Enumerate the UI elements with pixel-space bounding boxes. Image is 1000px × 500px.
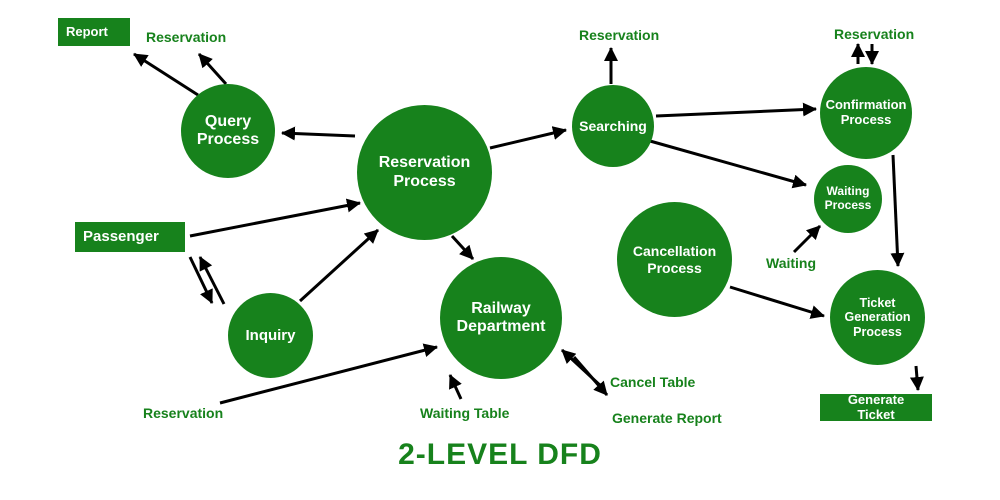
flow-label-cancel-table: Cancel Table: [610, 374, 696, 390]
arrow-reservation-to-searching: [489, 126, 567, 150]
arrow-query-to-reservation-label: [197, 52, 228, 86]
process-waiting-label: Waiting Process: [824, 184, 872, 212]
flow-label-reservation-top-left: Reservation: [146, 29, 227, 45]
arrow-passenger-to-reservation: [189, 198, 361, 238]
flow-label-waiting-table: Waiting Table: [420, 405, 510, 421]
arrow-passenger-to-inquiry: [188, 256, 214, 304]
arrow-waiting-label-to-waiting-process: [792, 224, 822, 254]
arrow-ticket-generation-to-generate-ticket: [909, 365, 924, 391]
process-reservation: Reservation Process: [357, 105, 492, 240]
process-inquiry-label: Inquiry: [245, 326, 296, 344]
process-confirmation-label: Confirmation Process: [825, 97, 907, 127]
process-ticket-generation-label: Ticket Generation Process: [844, 295, 911, 339]
arrow-searching-to-confirmation: [655, 102, 817, 118]
process-confirmation: Confirmation Process: [820, 67, 912, 159]
entity-passenger: Passenger: [75, 222, 185, 252]
process-reservation-label: Reservation Process: [378, 154, 471, 190]
entity-report-label: Report: [66, 23, 108, 39]
flow-label-reservation-top-center: Reservation: [579, 27, 660, 43]
process-railway-department-label: Railway Department: [456, 299, 546, 335]
arrow-cancellation-to-ticket-generation: [729, 285, 825, 319]
diagram-title: 2-LEVEL DFD: [398, 438, 602, 471]
flow-label-reservation-bottom-left: Reservation: [143, 405, 224, 421]
entity-passenger-label: Passenger: [83, 228, 159, 246]
arrow-reservation-to-railway: [450, 234, 475, 261]
arrow-reservation-label-to-railway: [219, 343, 438, 405]
entity-report: Report: [58, 18, 130, 46]
process-query-label: Query Process: [196, 112, 260, 148]
flow-label-generate-report: Generate Report: [612, 410, 722, 426]
process-inquiry: Inquiry: [228, 293, 313, 378]
flow-label-waiting: Waiting: [766, 255, 817, 271]
arrow-query-to-report: [133, 52, 199, 97]
process-searching: Searching: [572, 85, 654, 167]
entity-generate-ticket-label: Generate Ticket: [847, 391, 905, 422]
process-query: Query Process: [181, 84, 275, 178]
process-cancellation-label: Cancellation Process: [632, 243, 717, 276]
process-waiting: Waiting Process: [814, 165, 882, 233]
arrow-searching-to-waiting-process: [649, 139, 807, 189]
process-ticket-generation: Ticket Generation Process: [830, 270, 925, 365]
process-searching-label: Searching: [579, 117, 647, 134]
flow-label-reservation-top-right: Reservation: [834, 26, 915, 42]
arrow-inquiry-to-reservation: [298, 228, 380, 303]
arrow-reservation-to-query: [281, 126, 356, 141]
arrow-confirmation-to-ticket-generation: [890, 154, 905, 267]
arrow-waiting-table-to-railway: [448, 374, 463, 400]
process-railway-department: Railway Department: [440, 257, 562, 379]
entity-generate-ticket: Generate Ticket: [820, 391, 932, 422]
arrow-railway-to-generate-report: [572, 356, 609, 396]
arrow-inquiry-to-passenger: [198, 256, 226, 305]
process-cancellation: Cancellation Process: [617, 202, 732, 317]
